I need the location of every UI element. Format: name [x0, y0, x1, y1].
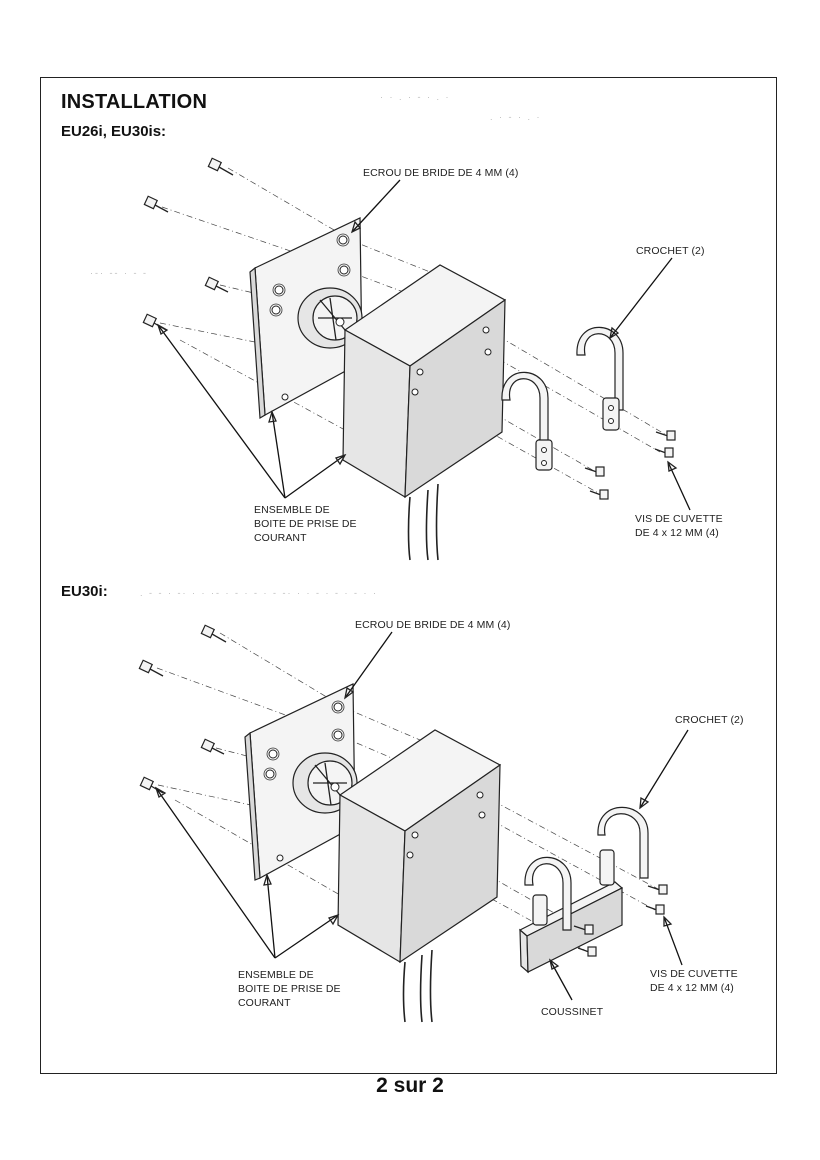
hook-label: CROCHET (2) [675, 714, 744, 726]
section-1-heading: EU26i, EU30is: [61, 123, 167, 140]
page-number: 2 sur 2 [376, 1074, 444, 1097]
flange-nut-label: ECROU DE BRIDE DE 4 MM (4) [363, 167, 519, 179]
scan-noise: · · . · - · . · [380, 92, 451, 102]
cushion-label: COUSSINET [541, 1006, 604, 1018]
screw-icon [645, 904, 665, 915]
screw-icon [573, 924, 594, 935]
screw-icon [654, 447, 674, 458]
screw-label: VIS DE CUVETTE DE 4 x 12 MM (4) [650, 968, 738, 994]
screw-icon [207, 157, 234, 176]
page-border [40, 77, 777, 1074]
section-2-heading: EU30i: [61, 583, 108, 600]
screw-icon [647, 884, 668, 895]
scan-noise: . · - · . · [490, 112, 542, 122]
hook-label: CROCHET (2) [636, 245, 705, 257]
scan-noise: . - - · -· · · ·- · - · - · - -· · · - ·… [140, 588, 378, 598]
screw-icon [138, 659, 164, 677]
page-title: INSTALLATION [61, 91, 208, 113]
hook-icon [524, 856, 572, 931]
screw-icon [200, 738, 225, 755]
screw-icon [655, 430, 676, 441]
screw-icon [143, 195, 169, 213]
screw-label: VIS DE CUVETTE DE 4 x 12 MM (4) [635, 513, 723, 539]
hook-icon [501, 371, 553, 471]
hook-icon [576, 326, 624, 431]
scan-noise: ·-· -- · - - [90, 268, 148, 278]
screw-icon [589, 489, 609, 500]
screw-icon [204, 276, 229, 293]
outlet-box-label: ENSEMBLE DE BOITE DE PRISE DE COURANT [254, 504, 357, 544]
screw-icon [139, 776, 164, 794]
outlet-box-label: ENSEMBLE DE BOITE DE PRISE DE COURANT [238, 969, 341, 1009]
screw-icon [200, 624, 227, 643]
screw-icon [584, 466, 605, 477]
hook-icon [597, 806, 649, 886]
screw-icon [577, 946, 597, 957]
flange-nut-label: ECROU DE BRIDE DE 4 MM (4) [355, 619, 511, 631]
